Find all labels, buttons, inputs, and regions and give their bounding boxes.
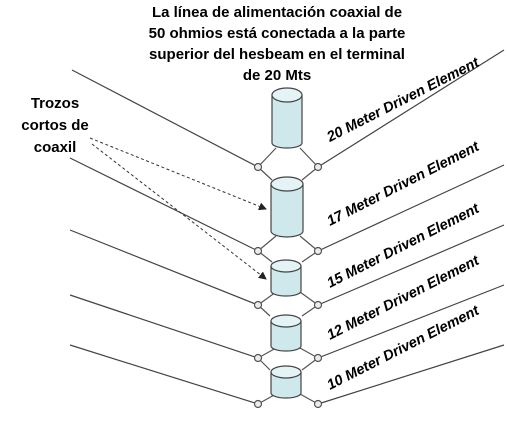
coax-connections [257,147,319,405]
title-line-1: La línea de alimentación coaxial de [151,4,403,21]
coax-feedline-cylinder [271,87,303,149]
wire-12m-right [317,284,505,359]
terminal-nodes [253,162,323,409]
note-arrow-to-15m-stub [91,143,267,280]
coax-stub-12m [270,314,302,352]
label-10m-element: 10 Meter Driven Element [325,302,483,393]
note-line-2: cortos de [21,117,89,134]
wire-15m-left [69,229,259,306]
coax-stub-17m [270,176,304,238]
note-arrow-to-17m-stub [89,137,267,211]
coax-stub-15m [270,259,302,297]
wire-10m-left [69,344,259,405]
wire-20m-left [71,69,259,168]
title-line-3: superior del hesbeam en el terminal [149,46,405,63]
coax-stub-10m [270,365,302,399]
wire-17m-right [317,164,505,252]
wire-17m-left [69,157,259,252]
title-line-2: 50 ohmios está conectada a la parte [148,25,406,42]
note-line-3: coaxil [33,139,77,156]
wire-10m-right [317,344,505,405]
wire-15m-right [317,224,505,306]
note-line-1: Trozos [30,95,80,112]
title-line-4: de 20 Mts [242,67,312,84]
wire-12m-left [69,294,259,359]
wire-20m-right [317,49,505,168]
